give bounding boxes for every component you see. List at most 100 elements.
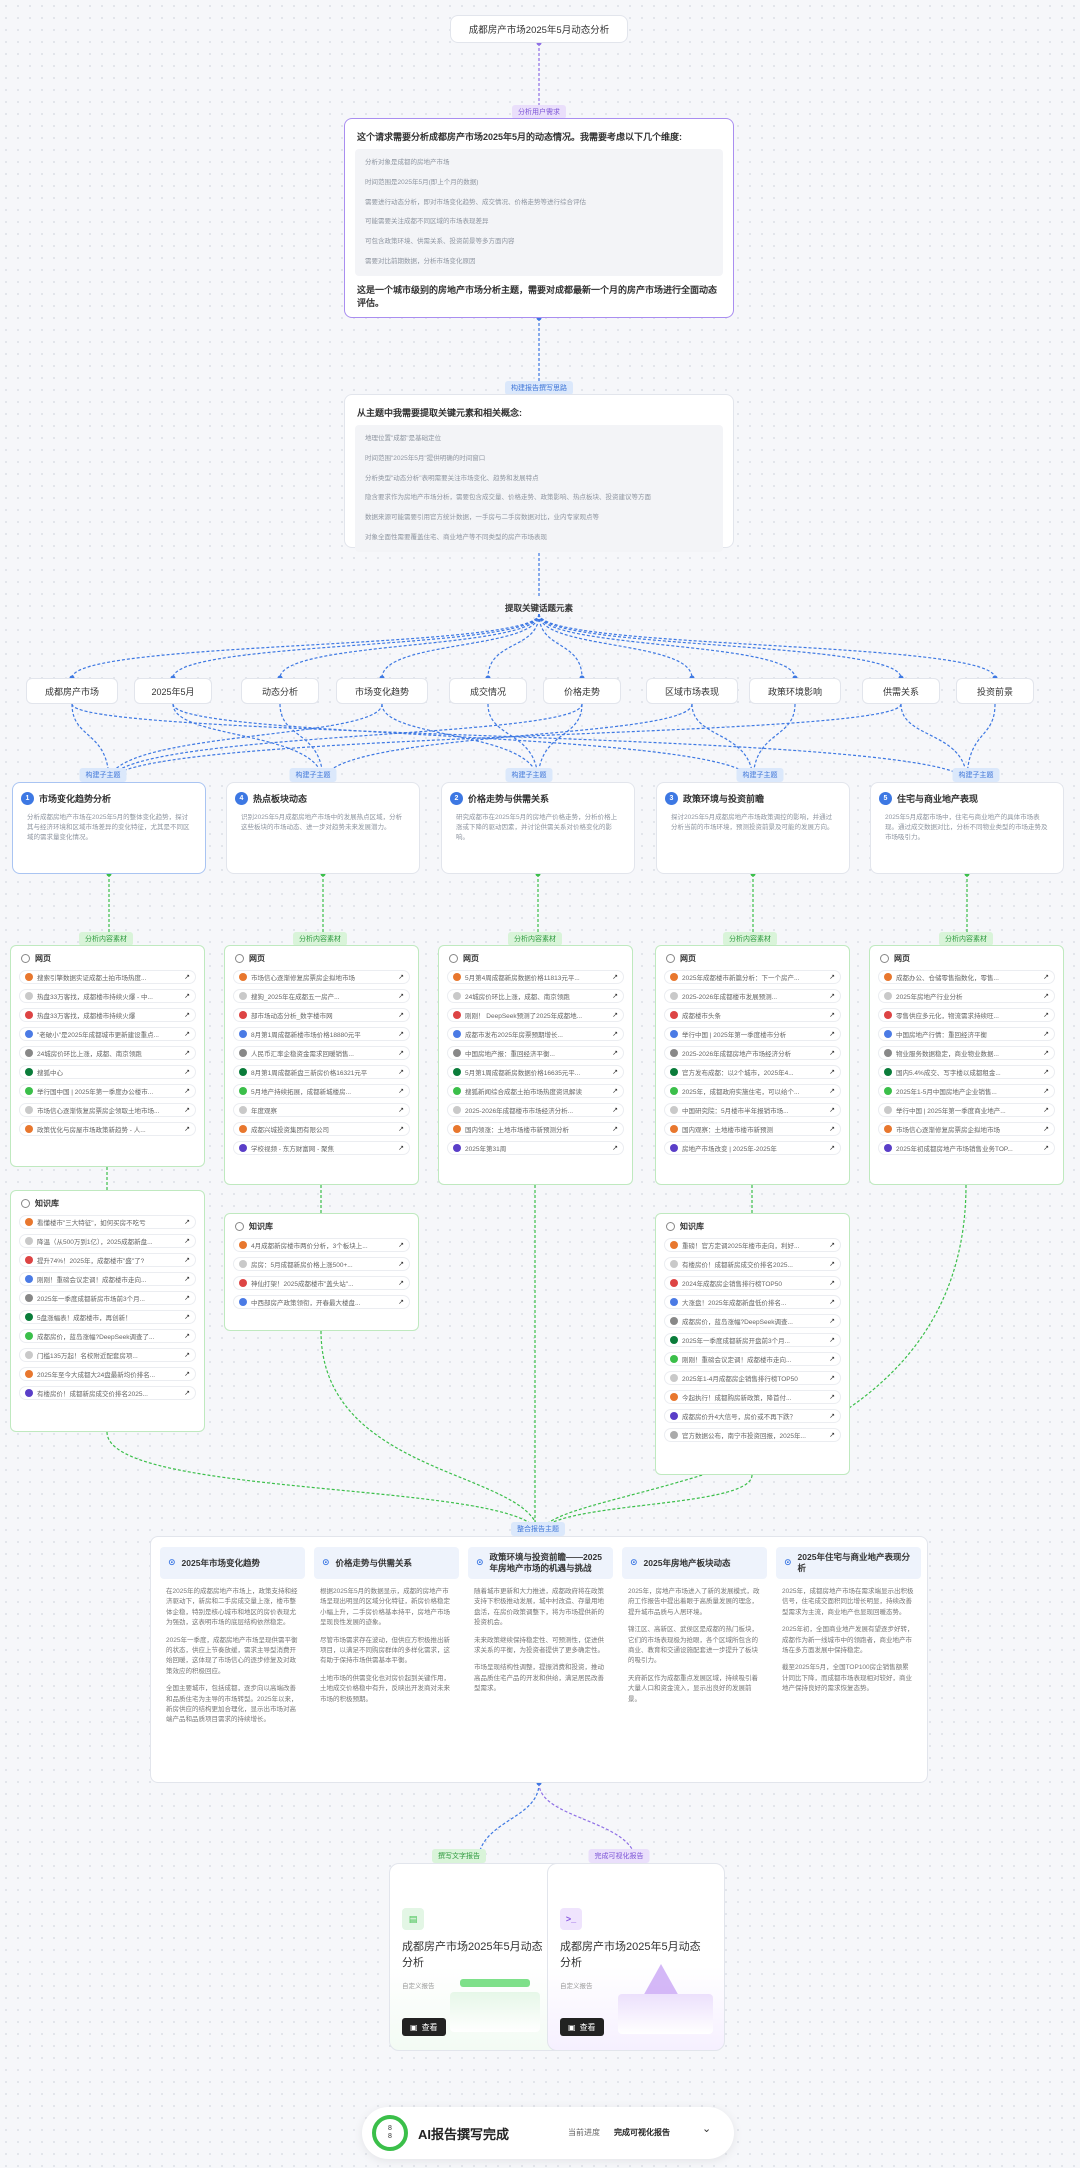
keyword-chip[interactable]: 2025年5月 [134,678,212,704]
external-link-icon[interactable]: ↗ [184,993,190,1000]
source-item[interactable]: 2025年成都楼市新篇分析：下一个房产...↗ [664,970,841,984]
external-link-icon[interactable]: ↗ [829,1145,835,1152]
source-item[interactable]: 2025年房地产行业分析↗ [878,989,1055,1003]
external-link-icon[interactable]: ↗ [184,1276,190,1283]
external-link-icon[interactable]: ↗ [612,974,618,981]
source-item[interactable]: 2025年1-4月成都房企销售排行榜TOP50↗ [664,1371,841,1385]
external-link-icon[interactable]: ↗ [829,1261,835,1268]
source-item[interactable]: 搜狐新闻综合成都土拍市场热度资讯解读↗ [447,1084,624,1098]
external-link-icon[interactable]: ↗ [612,1088,618,1095]
source-item[interactable]: 搜狗_2025年在成都五一房产...↗ [233,989,410,1003]
source-item[interactable]: 搜索引擎数据实证成都土拍市场热度...↗ [19,970,196,984]
source-item[interactable]: 成都楼市头条↗ [664,1008,841,1022]
chevron-down-icon[interactable]: ⌄ [702,2123,712,2135]
source-item[interactable]: 今起执行！成都购房新政策，降首付...↗ [664,1390,841,1404]
source-item[interactable]: 5月第4周成都新房数据价格11813元平...↗ [447,970,624,984]
external-link-icon[interactable]: ↗ [398,1261,404,1268]
external-link-icon[interactable]: ↗ [184,1088,190,1095]
source-item[interactable]: 物业服务数据稳定，商业物业数据...↗ [878,1046,1055,1060]
source-item[interactable]: 市场信心逐渐恢复房票房企领取土地市场...↗ [19,1103,196,1117]
source-item[interactable]: 国内观察：土地楼市楼市新预测↗ [664,1122,841,1136]
external-link-icon[interactable]: ↗ [829,1413,835,1420]
report-card-text[interactable]: ▤ 成都房产市场2025年5月动态分析 自定义报告 ▣查看 [389,1863,567,2051]
external-link-icon[interactable]: ↗ [184,1219,190,1226]
keyword-chip[interactable]: 市场变化趋势 [336,678,428,704]
source-item[interactable]: "老破小"是2025年成都城市更新建设重点...↗ [19,1027,196,1041]
keyword-chip[interactable]: 成都房产市场 [26,678,118,704]
external-link-icon[interactable]: ↗ [612,1145,618,1152]
external-link-icon[interactable]: ↗ [829,1280,835,1287]
external-link-icon[interactable]: ↗ [612,993,618,1000]
external-link-icon[interactable]: ↗ [829,1069,835,1076]
source-item[interactable]: 人民币汇率企稳资金需求回暖销售...↗ [233,1046,410,1060]
keyword-chip[interactable]: 供需关系 [862,678,940,704]
external-link-icon[interactable]: ↗ [184,1126,190,1133]
keyword-chip[interactable]: 政策环境影响 [749,678,841,704]
source-item[interactable]: 房房：5月成都新房价格上涨500+...↗ [233,1257,410,1271]
source-item[interactable]: 看懂楼市"三大特征"，如何买房不吃亏↗ [19,1215,196,1229]
external-link-icon[interactable]: ↗ [829,1031,835,1038]
external-link-icon[interactable]: ↗ [1043,1012,1049,1019]
external-link-icon[interactable]: ↗ [184,1390,190,1397]
external-link-icon[interactable]: ↗ [184,1352,190,1359]
external-link-icon[interactable]: ↗ [184,1069,190,1076]
source-item[interactable]: 刚刚！重磅会议定调！成都楼市走向...↗ [664,1352,841,1366]
external-link-icon[interactable]: ↗ [398,1145,404,1152]
source-item[interactable]: 2025年，成都政府实施住宅，可以给个...↗ [664,1084,841,1098]
external-link-icon[interactable]: ↗ [398,1050,404,1057]
keyword-chip[interactable]: 价格走势 [543,678,621,704]
source-item[interactable]: 24城房价环比上涨，成都、南京领跑↗ [19,1046,196,1060]
source-item[interactable]: 5月第1周成都新房数据价格16635元平...↗ [447,1065,624,1079]
external-link-icon[interactable]: ↗ [184,1257,190,1264]
keyword-chip[interactable]: 区域市场表现 [646,678,738,704]
source-item[interactable]: 举行国中国 | 2025年第一季度办公楼市...↗ [19,1084,196,1098]
external-link-icon[interactable]: ↗ [398,1126,404,1133]
keyword-chip[interactable]: 成交情况 [449,678,527,704]
external-link-icon[interactable]: ↗ [829,993,835,1000]
external-link-icon[interactable]: ↗ [398,1012,404,1019]
external-link-icon[interactable]: ↗ [612,1069,618,1076]
source-item[interactable]: 2025-2026年成都楼市发展预测...↗ [664,989,841,1003]
source-item[interactable]: 24城房价环比上涨，成都、南京领跑↗ [447,989,624,1003]
source-item[interactable]: 成都房价，蓝岛涨幅?DeepSeek调查...↗ [664,1314,841,1328]
source-item[interactable]: 房地产市场改变 | 2025年-2025年↗ [664,1141,841,1155]
external-link-icon[interactable]: ↗ [398,1107,404,1114]
external-link-icon[interactable]: ↗ [398,1031,404,1038]
status-bar[interactable]: 8 8 AI报告撰写完成 当前进度 完成可视化报告 ⌄ [362,2107,734,2159]
external-link-icon[interactable]: ↗ [184,1012,190,1019]
source-item[interactable]: 2025年一季度成都新房开盘前3个月...↗ [664,1333,841,1347]
external-link-icon[interactable]: ↗ [184,1050,190,1057]
external-link-icon[interactable]: ↗ [184,1314,190,1321]
report-card-visual[interactable]: >_ 成都房产市场2025年5月动态分析 自定义报告 ▣查看 [547,1863,725,2051]
source-item[interactable]: 成都房价，蓝岛涨幅?DeepSeek调查了...↗ [19,1329,196,1343]
source-item[interactable]: 4月成都新房楼市两价分析，3个板块上...↗ [233,1238,410,1252]
source-item[interactable]: 刚刚！ DeepSeek预测了2025年成都地...↗ [447,1008,624,1022]
source-item[interactable]: 5月地产持续拓展，成都新城楼房...↗ [233,1084,410,1098]
source-item[interactable]: 热盘33万客找，成都楼市持续火爆 - 中...↗ [19,989,196,1003]
external-link-icon[interactable]: ↗ [398,1299,404,1306]
view-button[interactable]: ▣查看 [560,2018,604,2036]
source-item[interactable]: 有楼房价！成都新房成交价排名2025...↗ [664,1257,841,1271]
external-link-icon[interactable]: ↗ [184,1371,190,1378]
external-link-icon[interactable]: ↗ [829,1394,835,1401]
view-button[interactable]: ▣查看 [402,2018,446,2036]
keyword-chip[interactable]: 投资前景 [956,678,1034,704]
external-link-icon[interactable]: ↗ [1043,993,1049,1000]
external-link-icon[interactable]: ↗ [829,1318,835,1325]
source-item[interactable]: 零售供应多元化，物流需求持续旺...↗ [878,1008,1055,1022]
external-link-icon[interactable]: ↗ [829,1356,835,1363]
external-link-icon[interactable]: ↗ [398,1069,404,1076]
source-item[interactable]: 2025年初成都房地产市场销售业务TOP...↗ [878,1141,1055,1155]
source-item[interactable]: 2025年一季度成都新房市场前3个月...↗ [19,1291,196,1305]
external-link-icon[interactable]: ↗ [398,993,404,1000]
source-item[interactable]: 中国房地产行情：重回经济平衡↗ [878,1027,1055,1041]
source-item[interactable]: 5盘涨幅表！成都楼市，再创新！↗ [19,1310,196,1324]
source-item[interactable]: 举行中国 | 2025年第一季度楼市分析↗ [664,1027,841,1041]
external-link-icon[interactable]: ↗ [612,1031,618,1038]
source-item[interactable]: 市场信心逐渐修复房票房企拟地市场↗ [878,1122,1055,1136]
source-item[interactable]: 政策优化与房屋市场政策新趋势 - 人...↗ [19,1122,196,1136]
source-item[interactable]: 重磅！官方定调2025年楼市走向，利好...↗ [664,1238,841,1252]
